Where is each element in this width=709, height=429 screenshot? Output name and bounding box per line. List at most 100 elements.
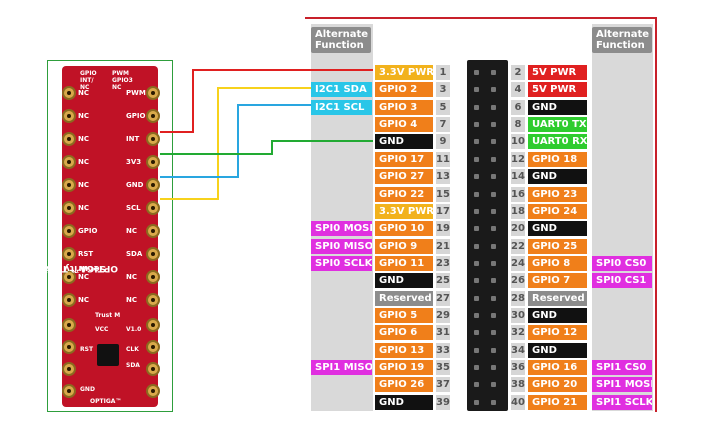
pin-label-left: 3.3V PWR xyxy=(375,65,433,80)
header-pad xyxy=(146,270,160,284)
pin-number-right: 8 xyxy=(511,117,525,133)
pin-number-left: 27 xyxy=(436,290,450,306)
sda-wire xyxy=(160,87,311,200)
board-pad-label: NC xyxy=(78,89,89,97)
header-pin xyxy=(491,122,496,128)
pin-number-right: 30 xyxy=(511,307,525,323)
header-pad xyxy=(62,247,76,261)
bottom-pad xyxy=(146,340,160,354)
board-pad-label: PWM xyxy=(126,89,146,97)
pin-label-right: GND xyxy=(528,169,587,185)
pin-number-left: 23 xyxy=(436,255,450,271)
header-pin xyxy=(491,226,496,232)
pin-label-right: GND xyxy=(528,99,587,115)
bottom-pad xyxy=(146,384,160,398)
pin-label-left: GND xyxy=(375,134,433,150)
header-pad xyxy=(146,201,160,215)
header-pin xyxy=(491,365,496,370)
header-pad xyxy=(62,224,76,238)
board-pad-label: SCL xyxy=(126,204,141,212)
pin-label-right: GPIO 7 xyxy=(528,273,587,289)
header-pin xyxy=(474,278,479,284)
header-pin xyxy=(491,260,496,266)
alt-function-right: SPI1 MOSI xyxy=(592,377,652,393)
header-pin xyxy=(491,156,496,162)
header-pad xyxy=(146,155,160,169)
board-pad-label: INT xyxy=(126,135,140,143)
board-pad-label: NC xyxy=(126,296,137,304)
pin-label-right: GPIO 16 xyxy=(528,360,587,375)
pin-number-right: 14 xyxy=(511,169,525,185)
board-pad-label: NC xyxy=(78,112,89,120)
pin-number-left: 11 xyxy=(436,151,450,167)
power-wire xyxy=(160,69,373,133)
header-pad xyxy=(62,109,76,123)
alt-function-right: SPI1 CS0 xyxy=(592,360,652,375)
pin-label-right: GPIO 21 xyxy=(528,394,587,410)
pin-label-right: GND xyxy=(528,307,587,323)
right-alternate-function-heading: Alternate Function xyxy=(592,27,652,53)
bottom-pad xyxy=(146,318,160,332)
header-pin xyxy=(491,174,496,180)
pin-label-left: GPIO 5 xyxy=(375,307,433,323)
pin-number-left: 3 xyxy=(436,82,450,98)
header-pin xyxy=(491,330,496,336)
header-pad xyxy=(146,224,160,238)
board-top-label: INT/ xyxy=(80,77,94,84)
header-pin xyxy=(474,365,479,370)
header-pin xyxy=(474,156,479,162)
pin-label-left: 3.3V PWR xyxy=(375,203,433,219)
pin-label-left: GPIO 2 xyxy=(375,82,433,98)
board-pad-label: SDA xyxy=(126,250,143,258)
header-pin xyxy=(474,260,479,266)
pin-label-left: GND xyxy=(375,273,433,289)
board-pad-label: NC xyxy=(78,135,89,143)
pin-number-right: 36 xyxy=(511,360,525,375)
header-pin xyxy=(474,347,479,353)
header-pad xyxy=(146,109,160,123)
pin-number-right: 32 xyxy=(511,325,525,341)
pinout-frame xyxy=(305,17,657,412)
header-pin xyxy=(474,104,479,110)
board-bottom-label: SDA xyxy=(126,362,140,369)
header-pin xyxy=(474,139,479,145)
header-pin xyxy=(491,347,496,353)
header-pin xyxy=(474,191,479,197)
header-pin xyxy=(474,243,479,249)
bottom-pad xyxy=(62,340,76,354)
pin-number-left: 19 xyxy=(436,221,450,237)
header-pin xyxy=(474,208,479,214)
pin-label-left: GPIO 22 xyxy=(375,186,433,202)
alt-function-right: SPI0 CS1 xyxy=(592,273,652,289)
pin-label-left: GPIO 13 xyxy=(375,342,433,358)
board-pad-label: GPIO xyxy=(78,227,98,235)
pin-number-left: 15 xyxy=(436,186,450,202)
header-pin xyxy=(491,208,496,214)
pin-number-right: 4 xyxy=(511,82,525,98)
pin-label-left: GPIO 10 xyxy=(375,221,433,237)
header-pad xyxy=(62,201,76,215)
header-pin xyxy=(491,104,496,110)
board-pad-label: NC xyxy=(78,296,89,304)
header-pad xyxy=(62,132,76,146)
pin-number-left: 1 xyxy=(436,65,450,80)
pin-label-left: GND xyxy=(375,394,433,410)
header-pin xyxy=(491,191,496,197)
pin-number-right: 18 xyxy=(511,203,525,219)
header-pin xyxy=(491,278,496,284)
header-pad xyxy=(62,293,76,307)
pin-label-left: Reserved xyxy=(375,290,433,306)
pin-label-left: GPIO 19 xyxy=(375,360,433,375)
pin-label-left: GPIO 9 xyxy=(375,238,433,254)
header-pin xyxy=(491,312,496,318)
board-pad-label: 3V3 xyxy=(126,158,142,166)
pin-number-left: 29 xyxy=(436,307,450,323)
header-pin xyxy=(491,399,496,405)
bottom-pad xyxy=(62,362,76,376)
header-pin xyxy=(491,243,496,249)
gpio-header-connector xyxy=(467,60,508,411)
pin-label-left: GPIO 27 xyxy=(375,169,433,185)
pin-label-right: GPIO 23 xyxy=(528,186,587,202)
alt-function-right: SPI0 CS0 xyxy=(592,255,652,271)
security-chip xyxy=(97,344,119,366)
